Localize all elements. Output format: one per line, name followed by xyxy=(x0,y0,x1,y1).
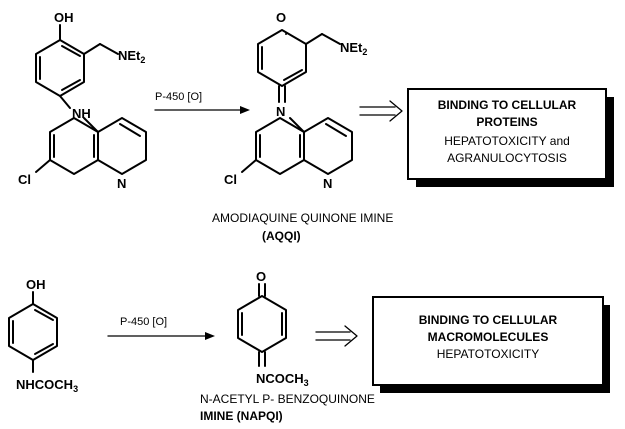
quinoline-n-label-product: N xyxy=(323,176,332,191)
aqqi-quinoline-b xyxy=(303,117,353,175)
aqqi-quinoline-a xyxy=(255,117,305,175)
o-label: O xyxy=(276,10,286,25)
o-label-2: O xyxy=(256,269,266,284)
phenol-ring xyxy=(35,39,85,97)
quinoline-n-label: N xyxy=(117,176,126,191)
acetaminophen-structure: OH NHCOCH3 xyxy=(8,277,78,394)
binding-box-2: BINDING TO CELLULAR MACROMOLECULES HEPAT… xyxy=(372,296,610,393)
amodiaquine-structure: OH NEt2 NH Cl N xyxy=(18,10,147,191)
napqi-structure: O NCOCH3 xyxy=(237,269,309,388)
ncoch3-label: NCOCH3 xyxy=(256,371,309,388)
aqqi-abbrev: (AQQI) xyxy=(262,229,301,243)
implies-arrow-1 xyxy=(359,100,403,122)
arrow-label-1: P-450 [O] xyxy=(155,91,202,103)
box2-line1: BINDING TO CELLULAR xyxy=(419,313,558,327)
nh-label: NH xyxy=(72,106,91,121)
cl-label: Cl xyxy=(18,172,31,187)
implies-arrow-2 xyxy=(315,325,358,347)
arrow-label-2: P-450 [O] xyxy=(120,316,167,328)
aqqi-structure: O NEt2 N Cl N xyxy=(224,10,367,191)
oh-label: OH xyxy=(54,10,74,25)
box2-line3: HEPATOTOXICITY xyxy=(437,347,539,361)
napqi-abbrev: IMINE (NAPQI) xyxy=(200,409,283,423)
quinoline-ring-a xyxy=(49,117,99,175)
net2-label: NEt2 xyxy=(118,48,145,65)
cl-label-product: Cl xyxy=(224,172,237,187)
nhcoch3-label: NHCOCH3 xyxy=(16,377,78,394)
oh-label-2: OH xyxy=(26,277,46,292)
box1-line4: AGRANULOCYTOSIS xyxy=(447,151,567,165)
acetaminophen-ring xyxy=(8,303,58,361)
box1-line1: BINDING TO CELLULAR xyxy=(438,98,577,112)
napqi-ring xyxy=(237,295,287,353)
box2-line2: MACROMOLECULES xyxy=(428,330,549,344)
binding-box-1: BINDING TO CELLULAR PROTEINS HEPATOTOXIC… xyxy=(407,88,614,187)
aqqi-caption: AMODIAQUINE QUINONE IMINE xyxy=(212,211,393,225)
reaction-arrow-1: P-450 [O] xyxy=(154,91,250,114)
imine-n-label: N xyxy=(276,104,285,119)
quinone-ring xyxy=(257,29,307,87)
quinoline-ring-b xyxy=(97,117,147,175)
reaction-arrow-2: P-450 [O] xyxy=(107,316,215,340)
net2-label-product: NEt2 xyxy=(340,40,367,57)
box1-line3: HEPATOTOXICITY and xyxy=(444,134,570,148)
box1-line2: PROTEINS xyxy=(476,115,537,129)
napqi-caption: N-ACETYL P- BENZOQUINONE xyxy=(200,392,375,406)
